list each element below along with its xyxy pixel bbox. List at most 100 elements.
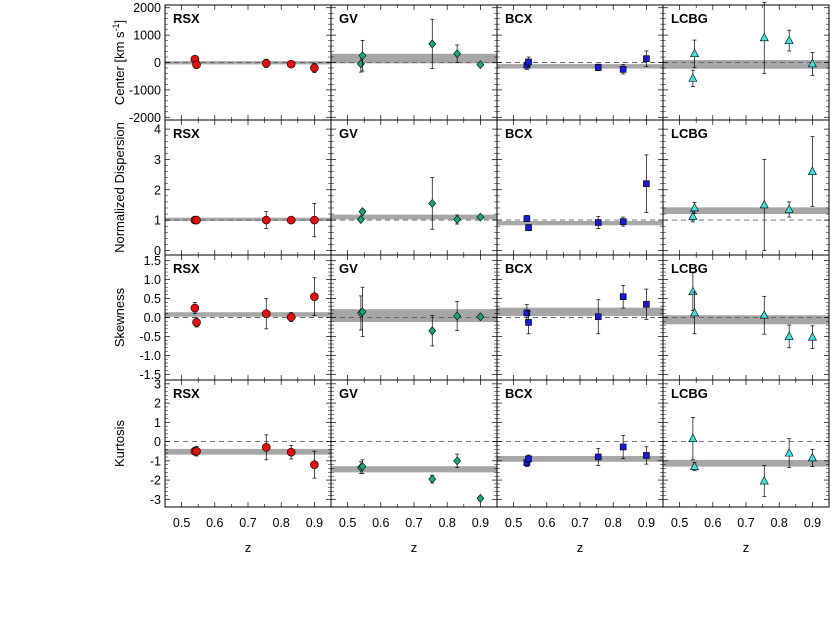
data-point xyxy=(286,59,296,69)
data-point xyxy=(690,48,700,58)
y-tick-label: 2000 xyxy=(133,1,161,15)
data-point xyxy=(310,63,319,73)
data-point xyxy=(784,35,794,44)
data-point xyxy=(286,312,296,322)
shaded-band xyxy=(165,217,331,222)
panel-label: RSX xyxy=(173,126,200,141)
y-axis-label-text: Center [km s xyxy=(112,31,127,105)
y-axis-label-text: Kurtosis xyxy=(112,420,127,467)
data-point xyxy=(759,475,769,485)
data-point xyxy=(192,60,201,69)
data-point xyxy=(192,318,201,327)
data-point xyxy=(594,219,602,226)
data-point xyxy=(643,452,650,459)
x-tick-label: 0.6 xyxy=(206,516,223,530)
x-tick-label: 0.6 xyxy=(704,516,721,530)
data-point xyxy=(619,218,627,225)
panel-label: LCBG xyxy=(671,386,708,401)
data-point xyxy=(261,59,271,68)
data-point xyxy=(428,198,437,208)
y-tick-label: 3 xyxy=(154,377,161,391)
data-point xyxy=(476,212,485,222)
y-tick-label: -1.5 xyxy=(139,368,161,382)
data-point xyxy=(525,58,532,66)
data-point xyxy=(358,307,367,317)
data-point xyxy=(358,51,367,61)
x-tick-label: 0.6 xyxy=(372,516,389,530)
data-point xyxy=(688,433,698,442)
panel-label: GV xyxy=(339,126,358,141)
y-axis-label: Center [km s-1] xyxy=(111,20,127,105)
data-point xyxy=(453,49,462,59)
data-point xyxy=(261,215,271,225)
data-point xyxy=(310,460,319,469)
data-point xyxy=(807,452,817,462)
data-point xyxy=(286,215,296,225)
data-point xyxy=(476,312,485,322)
y-axis-label-text: Normalized Dispersion xyxy=(112,122,127,253)
shaded-band xyxy=(663,315,829,325)
x-axis-label: z xyxy=(411,540,418,555)
panel-rsx-2: RSX xyxy=(164,254,332,381)
panel-label: GV xyxy=(339,386,358,401)
data-point xyxy=(690,461,700,470)
data-point xyxy=(807,58,817,68)
y-tick-label: 1.0 xyxy=(144,273,161,287)
data-point xyxy=(453,311,462,321)
y-tick-label: 0 xyxy=(154,244,161,258)
shaded-band xyxy=(331,53,497,64)
data-point xyxy=(358,462,367,472)
data-point xyxy=(428,474,437,484)
data-point xyxy=(594,453,602,461)
shaded-band xyxy=(497,64,663,69)
panel-rsx-0: RSX xyxy=(164,4,332,121)
y-tick-label: -1 xyxy=(150,454,161,468)
y-axis-label-superscript: -1 xyxy=(111,23,121,31)
data-point xyxy=(525,455,532,463)
data-point xyxy=(784,204,794,213)
x-tick-label: 0.8 xyxy=(771,516,788,530)
y-tick-label: 4 xyxy=(154,123,161,137)
y-tick-label: -1.0 xyxy=(139,349,161,363)
data-point xyxy=(310,292,319,301)
x-tick-label: 0.9 xyxy=(804,516,821,530)
panel-label: RSX xyxy=(173,386,200,401)
data-point xyxy=(807,332,817,341)
x-tick-label: 0.8 xyxy=(273,516,290,530)
data-point xyxy=(192,215,201,225)
shaded-band xyxy=(331,214,497,220)
y-tick-label: 1 xyxy=(154,416,161,430)
data-point xyxy=(453,215,462,224)
data-point xyxy=(310,215,319,225)
panel-bcx-1: BCX xyxy=(496,119,664,256)
shaded-band xyxy=(497,221,663,226)
data-point xyxy=(192,446,201,456)
data-point xyxy=(759,32,769,42)
data-point xyxy=(759,199,769,209)
panel-label: BCX xyxy=(505,261,533,276)
data-point xyxy=(643,180,650,188)
y-tick-label: -0.5 xyxy=(139,330,161,344)
panel-gv-0: GV xyxy=(330,4,498,121)
y-axis-label-end: ] xyxy=(112,20,127,24)
x-tick-label: 0.7 xyxy=(571,516,588,530)
y-tick-label: -2 xyxy=(150,474,161,488)
y-tick-label: 1000 xyxy=(133,29,161,43)
x-tick-label: 0.7 xyxy=(405,516,422,530)
data-point xyxy=(594,313,602,321)
y-axis-label: Normalized Dispersion xyxy=(112,122,127,253)
data-point xyxy=(619,293,627,300)
data-point xyxy=(523,309,531,317)
panel-label: BCX xyxy=(505,126,533,141)
x-tick-label: 0.9 xyxy=(472,516,489,530)
panel-label: RSX xyxy=(173,11,200,26)
data-point xyxy=(619,66,627,73)
data-point xyxy=(784,331,794,340)
data-point xyxy=(643,55,650,62)
data-point xyxy=(428,326,437,336)
x-tick-label: 0.5 xyxy=(173,516,190,530)
panel-lcbg-0: LCBG xyxy=(662,1,830,121)
y-axis-label: Kurtosis xyxy=(112,420,127,467)
